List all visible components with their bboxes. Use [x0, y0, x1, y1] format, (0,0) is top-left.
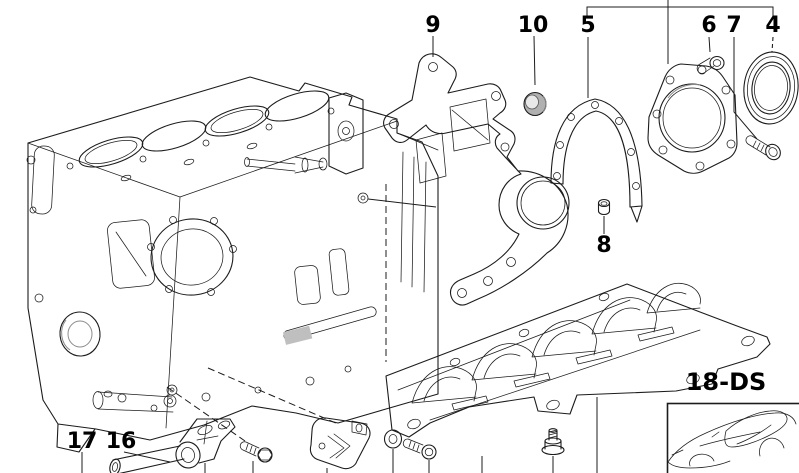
sealing-cap — [523, 91, 547, 117]
vehicle-thumbnail — [666, 402, 799, 473]
part-label-6[interactable]: 6 — [701, 13, 716, 38]
hex-bolt-7 — [745, 135, 781, 161]
mount-bolt — [403, 438, 437, 460]
rear-main-seal-gasket — [550, 98, 643, 223]
part-label-8[interactable]: 8 — [596, 233, 611, 258]
flange-head-bolt — [541, 428, 565, 456]
washer — [383, 429, 403, 449]
leader-lines — [81, 35, 758, 473]
timing-case-gasket — [383, 53, 570, 306]
alignment-dashed-lines — [166, 36, 774, 442]
baffle-plate — [385, 283, 771, 438]
part-label-16[interactable]: 16 — [106, 429, 137, 454]
car-coupe-outline-icon — [667, 410, 797, 469]
holder-bracket-16 — [175, 418, 236, 469]
dowel-pin — [597, 198, 611, 215]
part-label-4[interactable]: 4 — [765, 13, 780, 38]
variant-code-label: 18-DS — [686, 368, 767, 396]
rear-seal-flange — [647, 63, 738, 174]
part-label-5[interactable]: 5 — [580, 13, 595, 38]
part-label-17[interactable]: 17 — [67, 429, 98, 454]
mount-bracket — [309, 417, 371, 470]
shaft-seal-ring — [743, 51, 799, 125]
part-label-7[interactable]: 7 — [726, 13, 741, 38]
callout-bracket — [586, 0, 774, 64]
guide-tube — [109, 445, 185, 473]
part-label-10[interactable]: 10 — [518, 13, 549, 38]
engine-block-drawing — [26, 76, 439, 453]
part-label-9[interactable]: 9 — [425, 13, 440, 38]
bracket-bolt — [239, 441, 273, 463]
flange-bolt-6 — [696, 55, 725, 74]
